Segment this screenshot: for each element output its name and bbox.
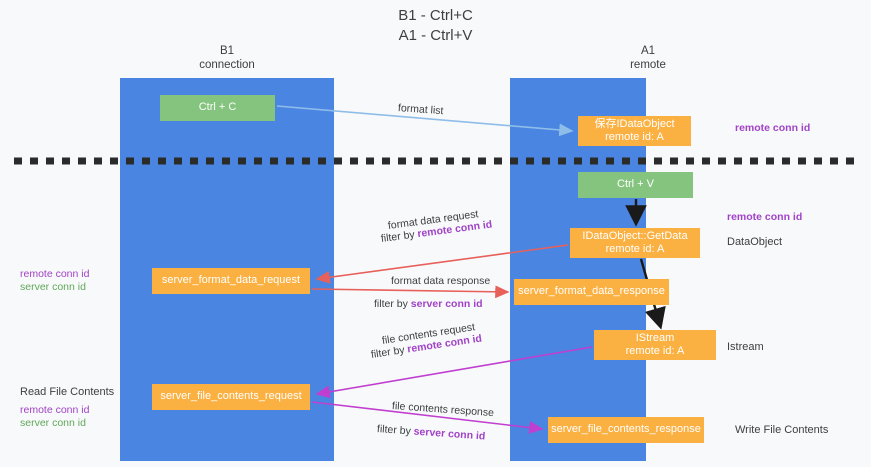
edge-label-file-contents-response-filter: filter by server conn id xyxy=(377,422,486,444)
node-ctrl-c[interactable]: Ctrl + C xyxy=(160,95,275,121)
lane-header-b1-role: connection xyxy=(199,59,255,71)
node-server-format-data-request[interactable]: server_format_data_request xyxy=(152,268,310,294)
annotation-read-file-contents: Read File Contents xyxy=(20,386,115,398)
node-save-idataobject-line1: 保存IDataObject xyxy=(594,117,675,130)
node-server-file-contents-request[interactable]: server_file_contents_request xyxy=(152,384,310,410)
annotation-istream: Istream xyxy=(727,341,764,353)
edge-label-file-contents-response: file contents response xyxy=(392,399,495,420)
annotation-left-remote-conn-id-1: remote conn id xyxy=(20,268,90,280)
arrow-format-data-response xyxy=(311,285,510,299)
title-line-2: A1 - Ctrl+V xyxy=(398,27,473,44)
edge-label-format-list: format list xyxy=(398,101,444,118)
page-title: B1 - Ctrl+C A1 - Ctrl+V xyxy=(0,6,871,46)
edge-label-file-contents-response-text: file contents response xyxy=(391,400,495,420)
node-istream-line1: IStream xyxy=(635,331,675,344)
edge-label-format-data-response: format data response xyxy=(391,274,490,288)
annotation-left-conn-ids-format: remote conn id server conn id xyxy=(20,268,89,294)
node-idataobject-getdata[interactable]: IDataObject::GetData remote id: A xyxy=(570,228,700,258)
lane-header-b1-name: B1 xyxy=(219,45,235,57)
filter-key-server-conn-id: server conn id xyxy=(410,298,483,310)
node-ctrl-c-label: Ctrl + C xyxy=(198,101,237,114)
annotation-remote-conn-id-top: remote conn id xyxy=(735,122,811,134)
node-server-format-data-request-label: server_format_data_request xyxy=(161,274,301,287)
node-save-idataobject-line2: remote id: A xyxy=(605,131,664,143)
annotation-left-remote-conn-id-2: remote conn id xyxy=(20,404,90,416)
annotation-dataobject: DataObject xyxy=(727,236,783,248)
node-server-format-data-response-label: server_format_data_response xyxy=(518,285,665,298)
lane-header-a1: A1 remote xyxy=(530,44,766,72)
filter-prefix: filter by xyxy=(380,228,419,245)
node-idataobject-getdata-line2: remote id: A xyxy=(605,243,665,255)
node-ctrl-v-label: Ctrl + V xyxy=(617,178,654,191)
edge-label-format-list-text: format list xyxy=(397,102,444,118)
node-ctrl-v[interactable]: Ctrl + V xyxy=(578,172,693,198)
filter-prefix: filter by xyxy=(374,298,411,310)
annotation-left-read-file-contents-group: Read File Contents remote conn id server… xyxy=(20,386,114,430)
edge-label-format-data-response-text: format data response xyxy=(391,275,491,287)
node-server-format-data-response[interactable]: server_format_data_response xyxy=(514,279,669,305)
filter-key-server-conn-id: server conn id xyxy=(413,425,486,443)
annotation-left-server-conn-id-2: server conn id xyxy=(20,417,86,429)
title-line-1: B1 - Ctrl+C xyxy=(398,7,473,24)
annotation-left-server-conn-id-1: server conn id xyxy=(20,281,86,293)
filter-prefix: filter by xyxy=(376,423,415,438)
node-server-file-contents-request-label: server_file_contents_request xyxy=(160,390,302,403)
edge-label-format-data-response-filter: filter by server conn id xyxy=(374,297,483,311)
node-istream[interactable]: IStream remote id: A xyxy=(594,330,716,360)
node-idataobject-getdata-line1: IDataObject::GetData xyxy=(582,229,688,242)
lane-header-b1: B1 connection xyxy=(140,44,314,72)
node-save-idataobject[interactable]: 保存IDataObject remote id: A xyxy=(578,116,691,146)
node-server-file-contents-response-label: server_file_contents_response xyxy=(551,423,701,436)
node-server-file-contents-response[interactable]: server_file_contents_response xyxy=(548,417,704,443)
node-istream-line2: remote id: A xyxy=(625,345,685,357)
annotation-remote-conn-id-mid: remote conn id xyxy=(727,211,803,223)
annotation-write-file-contents: Write File Contents xyxy=(735,424,829,436)
lane-header-a1-role: remote xyxy=(630,59,666,71)
lane-header-a1-name: A1 xyxy=(640,45,656,57)
filter-prefix: filter by xyxy=(370,343,409,361)
